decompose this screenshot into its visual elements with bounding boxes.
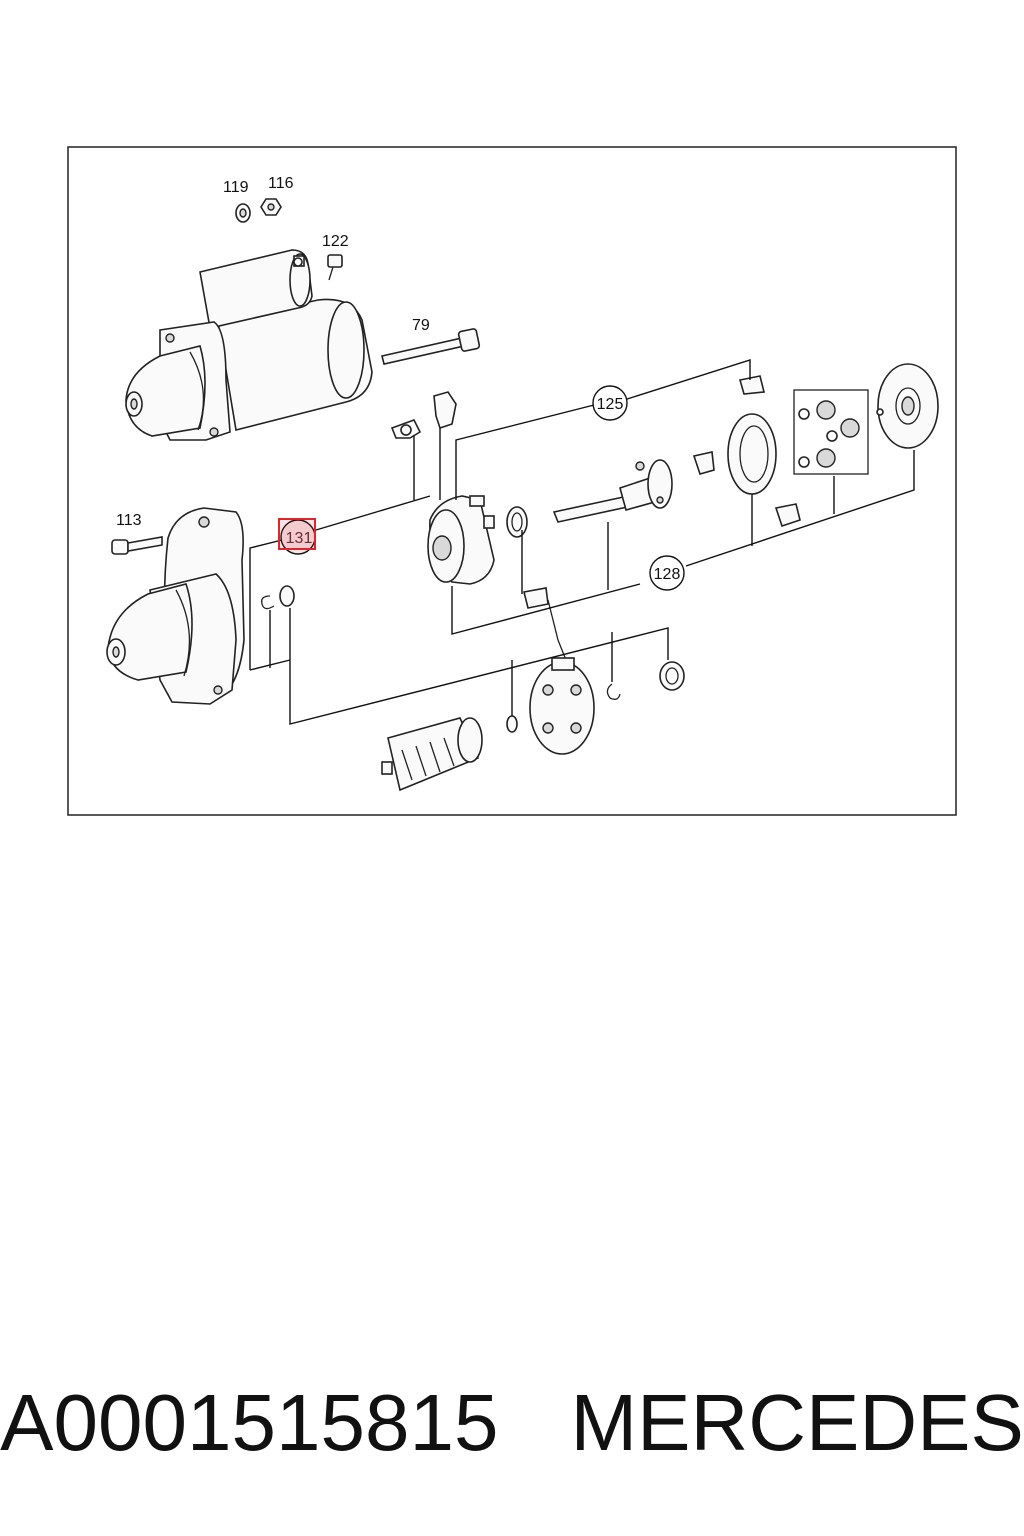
oring-left [279, 585, 295, 607]
callout-128[interactable]: 128 [649, 555, 685, 591]
callout-125-label: 125 [597, 396, 624, 413]
starter-exploded-diagram: 119 116 122 79 113 125 128 131 [67, 146, 957, 816]
label-122: 122 [322, 233, 349, 250]
bolt-79 [381, 328, 481, 365]
end-plate [876, 363, 939, 449]
label-119: 119 [223, 179, 249, 196]
screw-122 [327, 254, 343, 281]
nut-116 [260, 198, 282, 216]
drive-shaft [552, 459, 673, 523]
leader-lines [249, 359, 915, 725]
callout-131-highlighted[interactable]: 131 [278, 518, 316, 555]
small-oring [506, 715, 518, 733]
clip-top [390, 419, 422, 439]
circlip-right [606, 683, 621, 700]
brush-lead [523, 587, 567, 661]
bushing [659, 661, 685, 691]
caption: A0001515815 MERCEDES [0, 1368, 1024, 1478]
highlight-box [278, 518, 316, 550]
bracket-top [433, 391, 457, 430]
assembled-starter [125, 249, 373, 441]
brush-plate [529, 657, 595, 755]
callout-128-label: 128 [654, 566, 681, 583]
callout-125[interactable]: 125 [592, 385, 628, 421]
armature [381, 717, 483, 792]
circlip-left [261, 595, 275, 610]
label-113: 113 [116, 512, 142, 529]
gasket-ring [506, 506, 528, 538]
label-116: 116 [268, 175, 294, 192]
drive-end-housing [106, 507, 245, 705]
callout-131-label: 131 [286, 530, 313, 547]
washer-119 [235, 203, 251, 223]
brand-name: MERCEDES [570, 1378, 1024, 1467]
intermediate-bearing [427, 495, 495, 585]
part-number: A0001515815 [0, 1378, 499, 1467]
bolt-113 [111, 536, 163, 555]
label-79: 79 [412, 317, 430, 334]
planet-gear-box [793, 389, 869, 475]
ring-gear [692, 375, 801, 528]
